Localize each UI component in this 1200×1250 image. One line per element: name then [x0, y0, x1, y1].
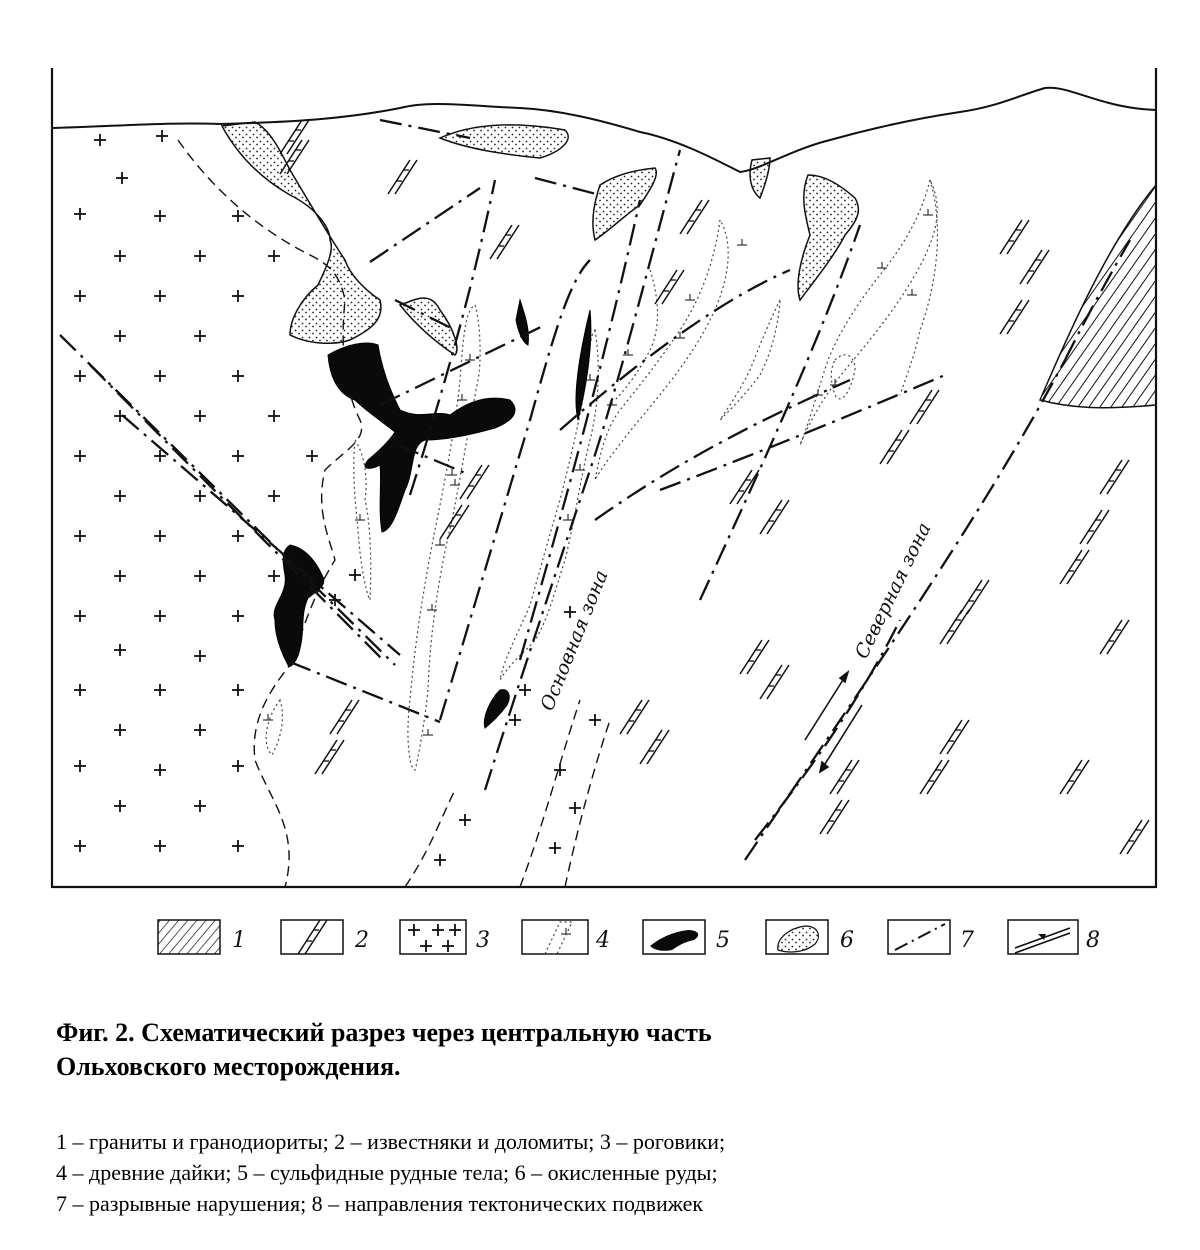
ancient-dikes [265, 178, 938, 771]
legend-item-4: 4 [521, 919, 610, 955]
granite-crosses [73, 129, 602, 867]
legend-number-6: 6 [840, 928, 854, 953]
caption-legend-line-2: 4 – древние дайки; 5 – сульфидные рудные… [56, 1160, 718, 1185]
figure-legend: 1 2 3 4 5 6 [157, 919, 1100, 955]
legend-number-7: 7 [960, 928, 974, 953]
legend-item-5: 5 [642, 919, 730, 955]
legend-item-2: 2 [280, 919, 369, 955]
fault-lines [59, 118, 1131, 861]
zone-label-main: Основная зона [536, 567, 612, 714]
legend-number-5: 5 [716, 928, 730, 953]
legend-number-8: 8 [1086, 928, 1100, 953]
ground-surface-line [51, 86, 1157, 174]
sulfide-ore-bodies [273, 298, 592, 729]
figure-caption-title: Фиг. 2. Схематический разрез через центр… [56, 1016, 1146, 1084]
legend-number-1: 1 [232, 928, 246, 953]
caption-legend-line-3: 7 – разрывные нарушения; 8 – направления… [56, 1191, 704, 1216]
legend-item-8: 8 [1007, 919, 1100, 955]
legend-item-3: 3 [399, 919, 490, 955]
caption-title-line-1: Фиг. 2. Схематический разрез через центр… [56, 1018, 712, 1047]
geological-section-figure: Основная зона Северная зона 1 2 3 4 5 [50, 68, 1158, 955]
legend-item-1: 1 [157, 919, 246, 955]
legend-number-3: 3 [476, 928, 490, 953]
legend-item-7: 7 [887, 919, 974, 955]
legend-item-6: 6 [765, 919, 854, 955]
figure-caption-legend: 1 – граниты и гранодиориты; 2 – известня… [56, 1126, 1156, 1219]
tectonic-movement-arrows [804, 669, 863, 774]
caption-legend-line-1: 1 – граниты и гранодиориты; 2 – известня… [56, 1129, 726, 1154]
granite-contact-line [177, 139, 363, 888]
hornfels-contact-line [404, 699, 611, 888]
caption-title-line-2: Ольховского месторождения. [56, 1052, 401, 1081]
limestone-symbols [279, 119, 1150, 855]
oxidized-ore-bodies [220, 121, 860, 356]
legend-number-2: 2 [354, 928, 369, 953]
legend-number-4: 4 [595, 928, 610, 953]
